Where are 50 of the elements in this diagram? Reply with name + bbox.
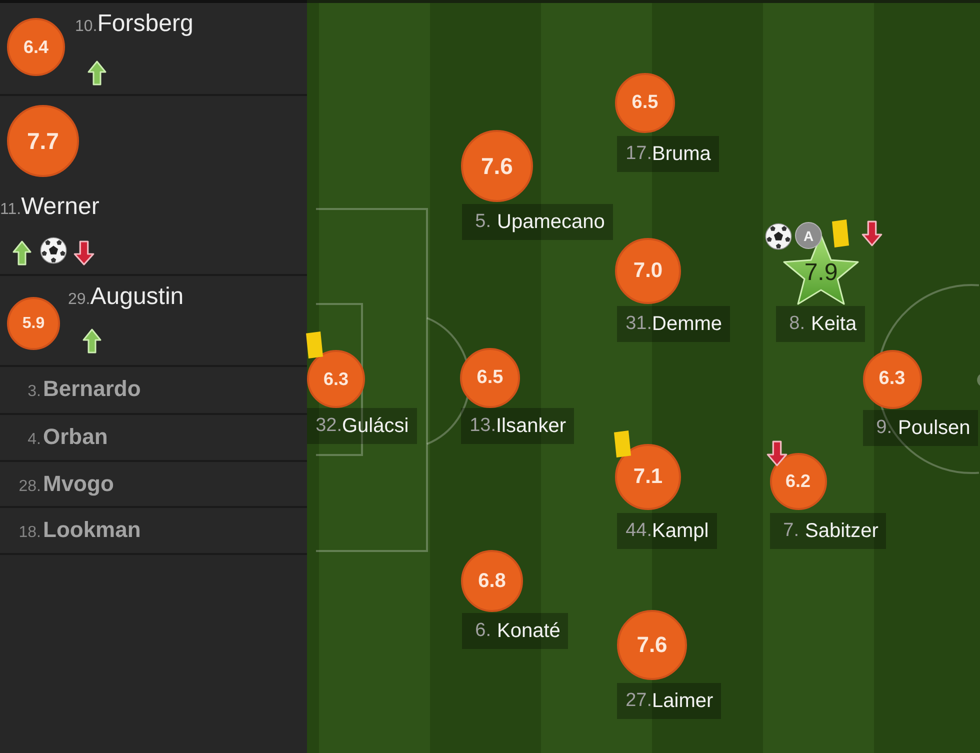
name-tag [461, 408, 574, 444]
shirt-number: 7. [782, 520, 800, 542]
player-name: Bernardo [43, 376, 141, 402]
name-tag [307, 408, 417, 444]
name-tag [617, 513, 717, 549]
rating-circle: 5.9 [7, 297, 60, 350]
shirt-number: 4. [26, 430, 41, 450]
player-name: Augustin [90, 283, 184, 312]
shirt-number: 28. [18, 477, 41, 496]
shirt-number: 18. [18, 523, 41, 542]
shirt-number: 13. [468, 415, 496, 437]
shirt-number: 5. [474, 211, 492, 233]
player-name: Gulácsi [342, 414, 409, 438]
player-name: Upamecano [497, 210, 605, 234]
player-name: Mvogo [43, 471, 114, 498]
shirt-number: 17. [624, 143, 652, 165]
rating-circle: 7.7 [7, 105, 79, 177]
shirt-number: 8. [788, 313, 806, 335]
rating-circle: 6.4 [7, 18, 65, 76]
shirt-number: 3. [26, 382, 41, 402]
player-name: Forsberg [97, 10, 194, 39]
player-name: Kampl [652, 520, 709, 542]
player-name: Bruma [652, 142, 711, 166]
player-name: Lookman [43, 517, 141, 544]
shirt-number: 29. [68, 291, 90, 308]
shirt-number: 9. [875, 417, 893, 439]
shirt-number: 6. [474, 620, 492, 642]
player-name: Orban [43, 424, 108, 450]
player-name: Demme [652, 312, 722, 336]
shirt-number: 32. [314, 415, 342, 437]
name-tag [617, 136, 719, 172]
player-name: Laimer [652, 690, 714, 712]
player-name: Poulsen [898, 416, 970, 440]
shirt-number: 10. [75, 17, 98, 36]
name-tag [617, 306, 730, 342]
name-tag [617, 683, 722, 719]
shirt-number: 27. [624, 690, 652, 712]
shirt-number: 44. [624, 520, 652, 542]
name-tag [462, 613, 568, 649]
shirt-number: 11. [0, 201, 22, 220]
shirt-number: 31. [624, 313, 652, 335]
name-tag [863, 410, 978, 446]
player-name: Ilsanker [496, 414, 566, 438]
player-name: Werner [21, 193, 100, 222]
player-name: Konaté [497, 620, 560, 642]
name-tag [462, 204, 613, 240]
name-tag [770, 513, 886, 549]
player-name: Sabitzer [805, 520, 878, 542]
player-name: Keita [811, 312, 857, 336]
name-tag [776, 306, 865, 342]
